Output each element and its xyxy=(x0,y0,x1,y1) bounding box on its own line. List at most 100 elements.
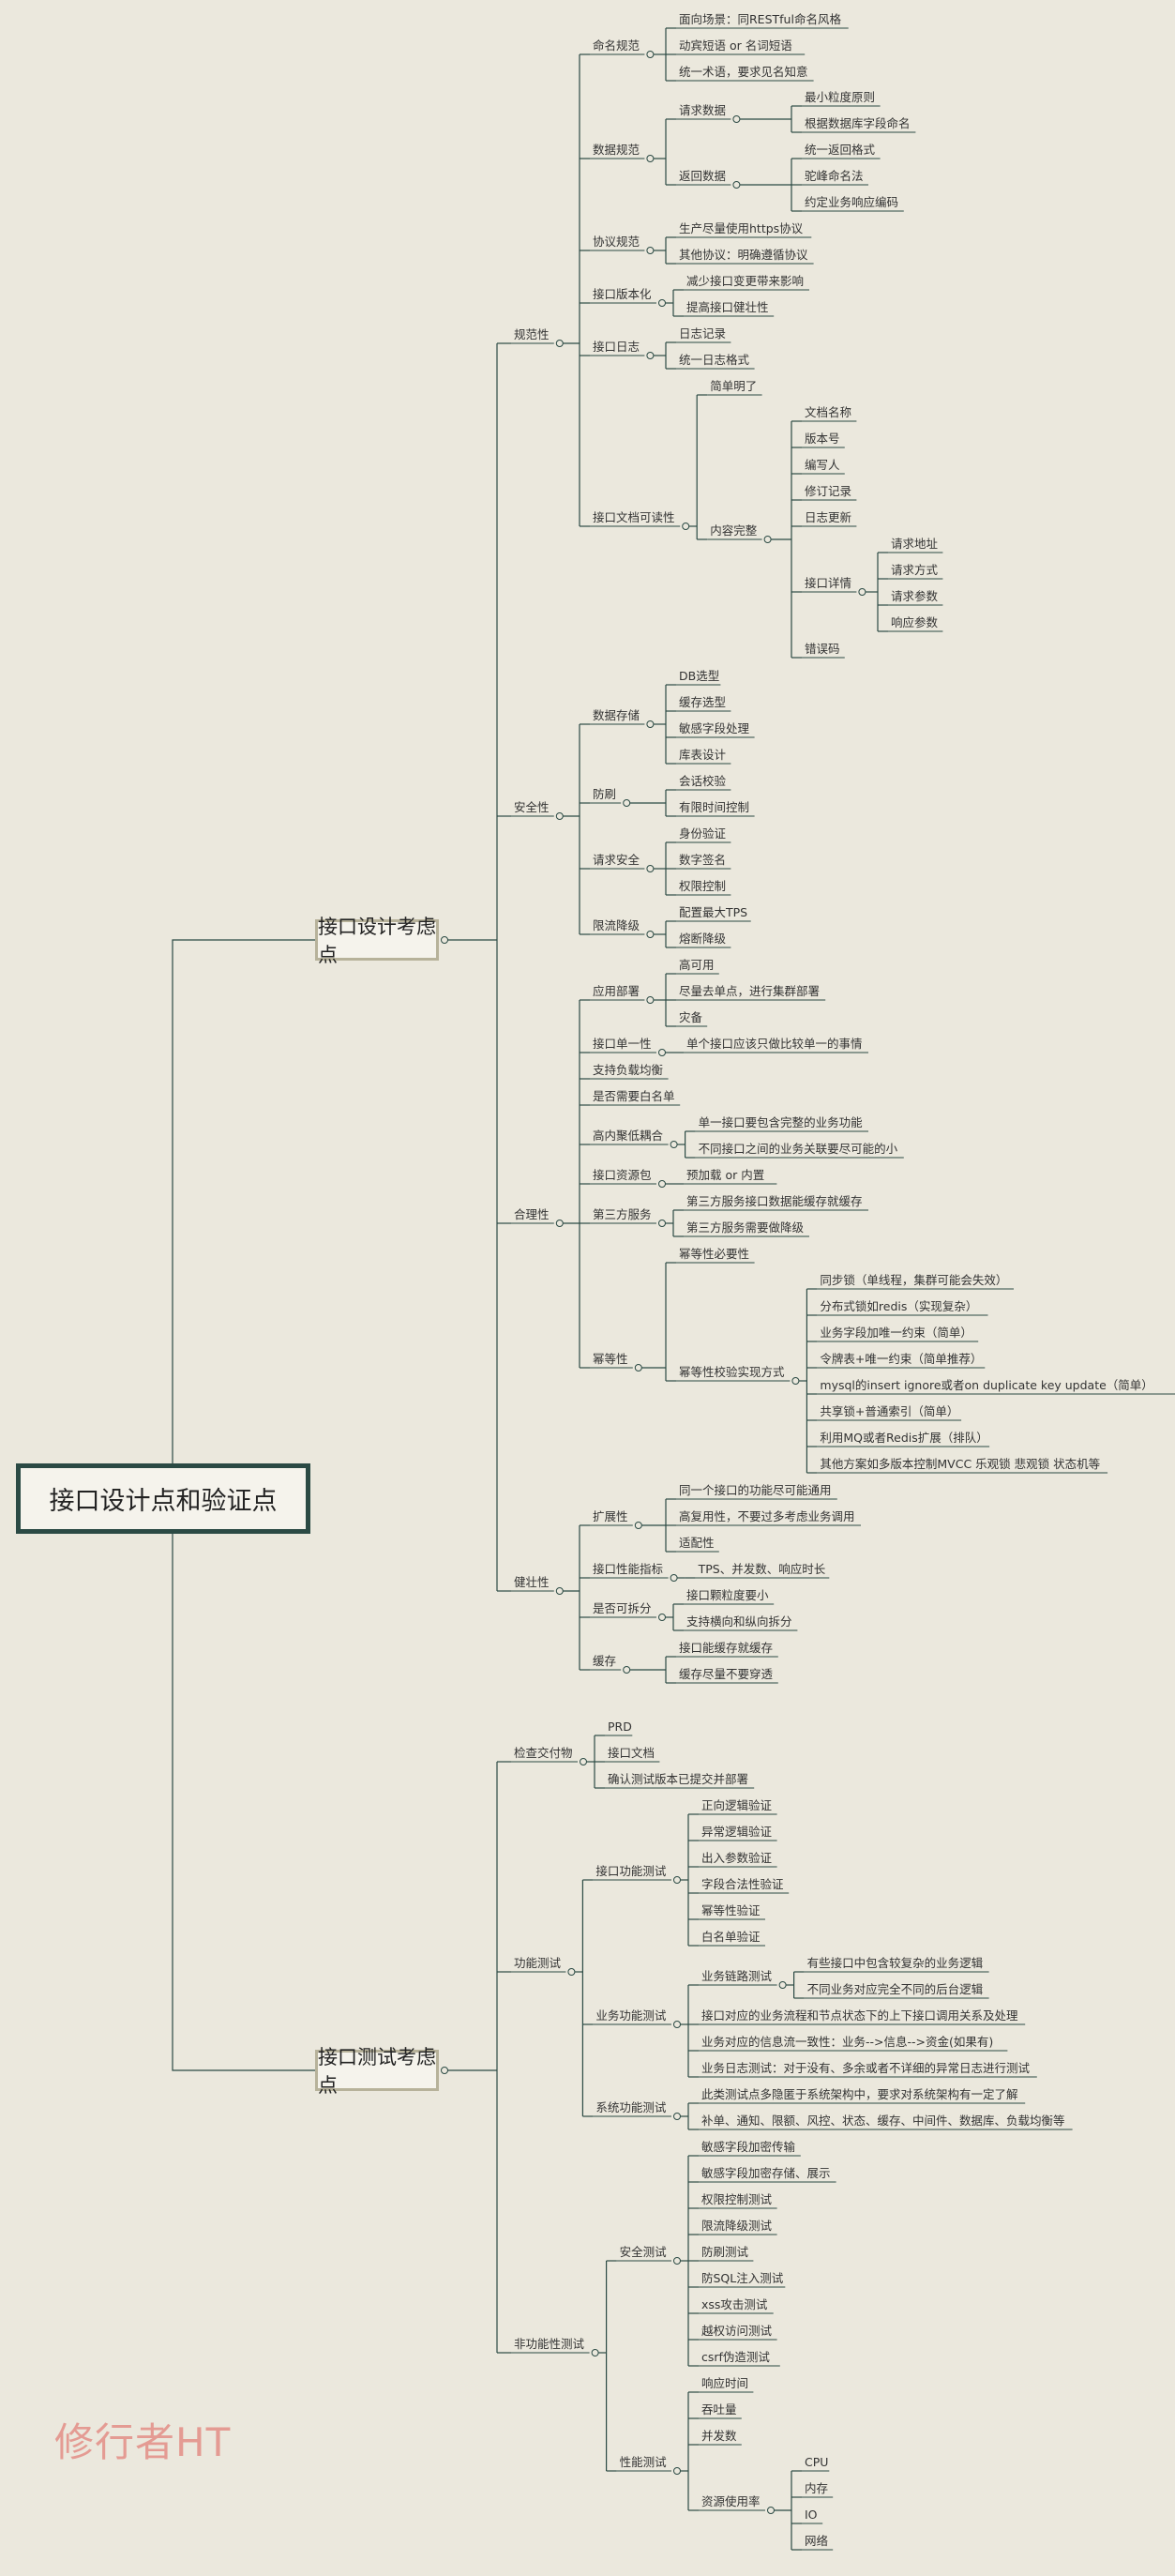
node-design-2-7-1-3[interactable]: 令牌表+唯一约束（简单推荐） xyxy=(820,1352,982,1366)
node-design-1-0-3[interactable]: 库表设计 xyxy=(679,748,726,762)
node-design-0-5-1-0[interactable]: 文档名称 xyxy=(805,405,851,419)
node-test-1-0[interactable]: 接口功能测试 xyxy=(595,1864,667,1878)
node-design-1-0-1[interactable]: 缓存选型 xyxy=(679,695,726,709)
node-design-0-3-0[interactable]: 减少接口变更带来影响 xyxy=(686,274,804,288)
node-design-3-2[interactable]: 是否可拆分 xyxy=(593,1601,652,1615)
node-test-1-1-2[interactable]: 业务对应的信息流一致性：业务-->信息-->资金(如果有) xyxy=(701,2035,993,2049)
node-test-0[interactable]: 检查交付物 xyxy=(514,1746,573,1760)
root-node[interactable]: 接口设计点和验证点 xyxy=(16,1463,310,1534)
node-design-2-0[interactable]: 应用部署 xyxy=(593,984,640,998)
node-design-2-4-collapse-toggle[interactable] xyxy=(670,1141,678,1148)
node-design-0-0-collapse-toggle[interactable] xyxy=(646,51,655,58)
node-design-2-0-0[interactable]: 高可用 xyxy=(679,958,715,972)
node-design-2-3[interactable]: 是否需要白名单 xyxy=(593,1089,675,1103)
node-design-2-7-1-6[interactable]: 利用MQ或者Redis扩展（排队） xyxy=(820,1431,987,1445)
node-design-0-3[interactable]: 接口版本化 xyxy=(593,287,652,301)
node-design-3-3-1[interactable]: 缓存尽量不要穿透 xyxy=(679,1667,774,1681)
node-design-2-4-0[interactable]: 单一接口要包含完整的业务功能 xyxy=(699,1115,864,1129)
node-test-2-0[interactable]: 安全测试 xyxy=(620,2245,668,2259)
node-design-0-3-1[interactable]: 提高接口健壮性 xyxy=(686,300,769,314)
node-design-0-2[interactable]: 协议规范 xyxy=(593,235,640,249)
node-design-3-0-2[interactable]: 适配性 xyxy=(679,1536,715,1550)
node-design-0-1-1-0[interactable]: 统一返回格式 xyxy=(805,143,876,157)
node-design-0-5-1[interactable]: 内容完整 xyxy=(710,523,758,538)
node-test-2-1-3-2[interactable]: IO xyxy=(805,2508,818,2522)
node-test-1-0-4[interactable]: 幂等性验证 xyxy=(701,1903,761,1917)
node-test-1-2-0[interactable]: 此类测试点多隐匿于系统架构中，要求对系统架构有一定了解 xyxy=(701,2087,1018,2101)
branch-test-collapse-toggle[interactable] xyxy=(441,2067,448,2074)
node-design-2-7-1-0[interactable]: 同步锁（单线程，集群可能会失效） xyxy=(820,1273,1007,1287)
node-design-2-collapse-toggle[interactable] xyxy=(555,1220,564,1227)
node-design-0-5-1-4[interactable]: 日志更新 xyxy=(805,510,851,524)
node-test-2-1-3[interactable]: 资源使用率 xyxy=(701,2494,761,2508)
node-design-1[interactable]: 安全性 xyxy=(514,800,550,814)
node-test-1-0-collapse-toggle[interactable] xyxy=(673,1876,681,1884)
node-design-1-2-0[interactable]: 身份验证 xyxy=(679,826,727,841)
node-test-2-1-collapse-toggle[interactable] xyxy=(673,2467,681,2475)
node-design-2-5-0[interactable]: 预加载 or 内置 xyxy=(686,1168,764,1182)
node-design-1-0[interactable]: 数据存储 xyxy=(593,708,640,722)
node-design-2-0-collapse-toggle[interactable] xyxy=(646,996,655,1004)
node-design-2-7-1-5[interactable]: 共享锁+普通索引（简单） xyxy=(820,1404,958,1418)
node-design-3-0-collapse-toggle[interactable] xyxy=(634,1522,642,1529)
node-design-0-5-1-1[interactable]: 版本号 xyxy=(805,432,840,446)
node-design-2-4-1[interactable]: 不同接口之间的业务关联要尽可能的小 xyxy=(699,1142,898,1156)
node-test-2-0-6[interactable]: xss攻击测试 xyxy=(701,2297,768,2311)
node-design-0-5-1-5-3[interactable]: 响应参数 xyxy=(891,615,939,629)
node-test-2-0-5[interactable]: 防SQL注入测试 xyxy=(701,2271,784,2285)
node-design-1-3-1[interactable]: 熔断降级 xyxy=(679,932,727,946)
node-design-0-2-1[interactable]: 其他协议：明确遵循协议 xyxy=(679,248,808,262)
node-design-0-5-1-5-2[interactable]: 请求参数 xyxy=(891,589,939,603)
node-test-1-2[interactable]: 系统功能测试 xyxy=(595,2100,667,2114)
node-test-1-1-0[interactable]: 业务链路测试 xyxy=(701,1969,773,1983)
node-test-1-1-0-0[interactable]: 有些接口中包含较复杂的业务逻辑 xyxy=(807,1956,984,1970)
node-design-0-5-1-5[interactable]: 接口详情 xyxy=(805,576,851,590)
node-design-1-3[interactable]: 限流降级 xyxy=(593,918,640,932)
node-design-1-0-collapse-toggle[interactable] xyxy=(646,720,655,728)
node-design-3-0-0[interactable]: 同一个接口的功能尽可能通用 xyxy=(679,1483,832,1497)
node-test-2-1-3-1[interactable]: 内存 xyxy=(805,2481,828,2495)
node-test-1-1-collapse-toggle[interactable] xyxy=(673,2021,681,2028)
node-test-2-0-3[interactable]: 限流降级测试 xyxy=(701,2219,773,2233)
node-design-0-1-1-collapse-toggle[interactable] xyxy=(732,181,741,189)
node-design-0-0-2[interactable]: 统一术语，要求见名知意 xyxy=(679,65,808,79)
node-design-0-5-0[interactable]: 简单明了 xyxy=(710,379,757,393)
node-design-2-7-collapse-toggle[interactable] xyxy=(634,1364,642,1371)
node-design-2-7-0[interactable]: 幂等性必要性 xyxy=(679,1247,749,1261)
node-design-1-3-collapse-toggle[interactable] xyxy=(646,931,655,938)
node-design-2-0-1[interactable]: 尽量去单点，进行集群部署 xyxy=(679,984,820,998)
node-design-3-3-0[interactable]: 接口能缓存就缓存 xyxy=(679,1641,773,1655)
node-design-0-5-1-5-0[interactable]: 请求地址 xyxy=(891,537,939,551)
node-test-1-0-5[interactable]: 白名单验证 xyxy=(701,1930,761,1944)
node-design-2-4[interactable]: 高内聚低耦合 xyxy=(593,1129,664,1143)
node-design-0-4-collapse-toggle[interactable] xyxy=(646,352,655,359)
branch-node-design[interactable]: 接口设计考虑点 xyxy=(315,916,439,966)
node-design-3-2-1[interactable]: 支持横向和纵向拆分 xyxy=(686,1614,792,1629)
node-design-2-1[interactable]: 接口单一性 xyxy=(593,1037,652,1051)
node-design-2-6-1[interactable]: 第三方服务需要做降级 xyxy=(686,1220,805,1235)
node-test-1-0-3[interactable]: 字段合法性验证 xyxy=(701,1877,784,1891)
node-design-2-1-0[interactable]: 单个接口应该只做比较单一的事情 xyxy=(686,1037,863,1051)
branch-node-test[interactable]: 接口测试考虑点 xyxy=(315,2046,439,2097)
node-design-1-2-1[interactable]: 数字签名 xyxy=(679,853,726,867)
node-design-0-5-collapse-toggle[interactable] xyxy=(682,523,690,530)
node-design-0-1-0-collapse-toggle[interactable] xyxy=(732,115,741,123)
node-test-1-1-3[interactable]: 业务日志测试：对于没有、多余或者不详细的异常日志进行测试 xyxy=(701,2061,1031,2075)
node-test-2-collapse-toggle[interactable] xyxy=(591,2349,599,2356)
node-design-2-5[interactable]: 接口资源包 xyxy=(593,1168,652,1182)
node-design-0-3-collapse-toggle[interactable] xyxy=(658,299,666,307)
node-test-1-0-1[interactable]: 异常逻辑验证 xyxy=(701,1825,773,1839)
node-design-0-1-1-2[interactable]: 约定业务响应编码 xyxy=(805,195,898,209)
node-design-3-1-0[interactable]: TPS、并发数、响应时长 xyxy=(698,1562,826,1576)
node-design-3-3[interactable]: 缓存 xyxy=(593,1654,616,1668)
node-test-2-0-8[interactable]: csrf伪造测试 xyxy=(701,2350,770,2364)
node-design-1-3-0[interactable]: 配置最大TPS xyxy=(679,905,747,919)
node-test-1-collapse-toggle[interactable] xyxy=(567,1968,576,1976)
node-design-3-2-collapse-toggle[interactable] xyxy=(658,1614,666,1621)
node-design-0-1-collapse-toggle[interactable] xyxy=(646,155,655,162)
node-test-2-1-1[interactable]: 吞吐量 xyxy=(701,2402,737,2417)
node-design-2-2[interactable]: 支持负载均衡 xyxy=(593,1063,663,1077)
node-design-0-1-1-1[interactable]: 驼峰命名法 xyxy=(805,169,864,183)
node-design-2-7-1-collapse-toggle[interactable] xyxy=(791,1377,800,1385)
node-design-0[interactable]: 规范性 xyxy=(514,327,550,341)
